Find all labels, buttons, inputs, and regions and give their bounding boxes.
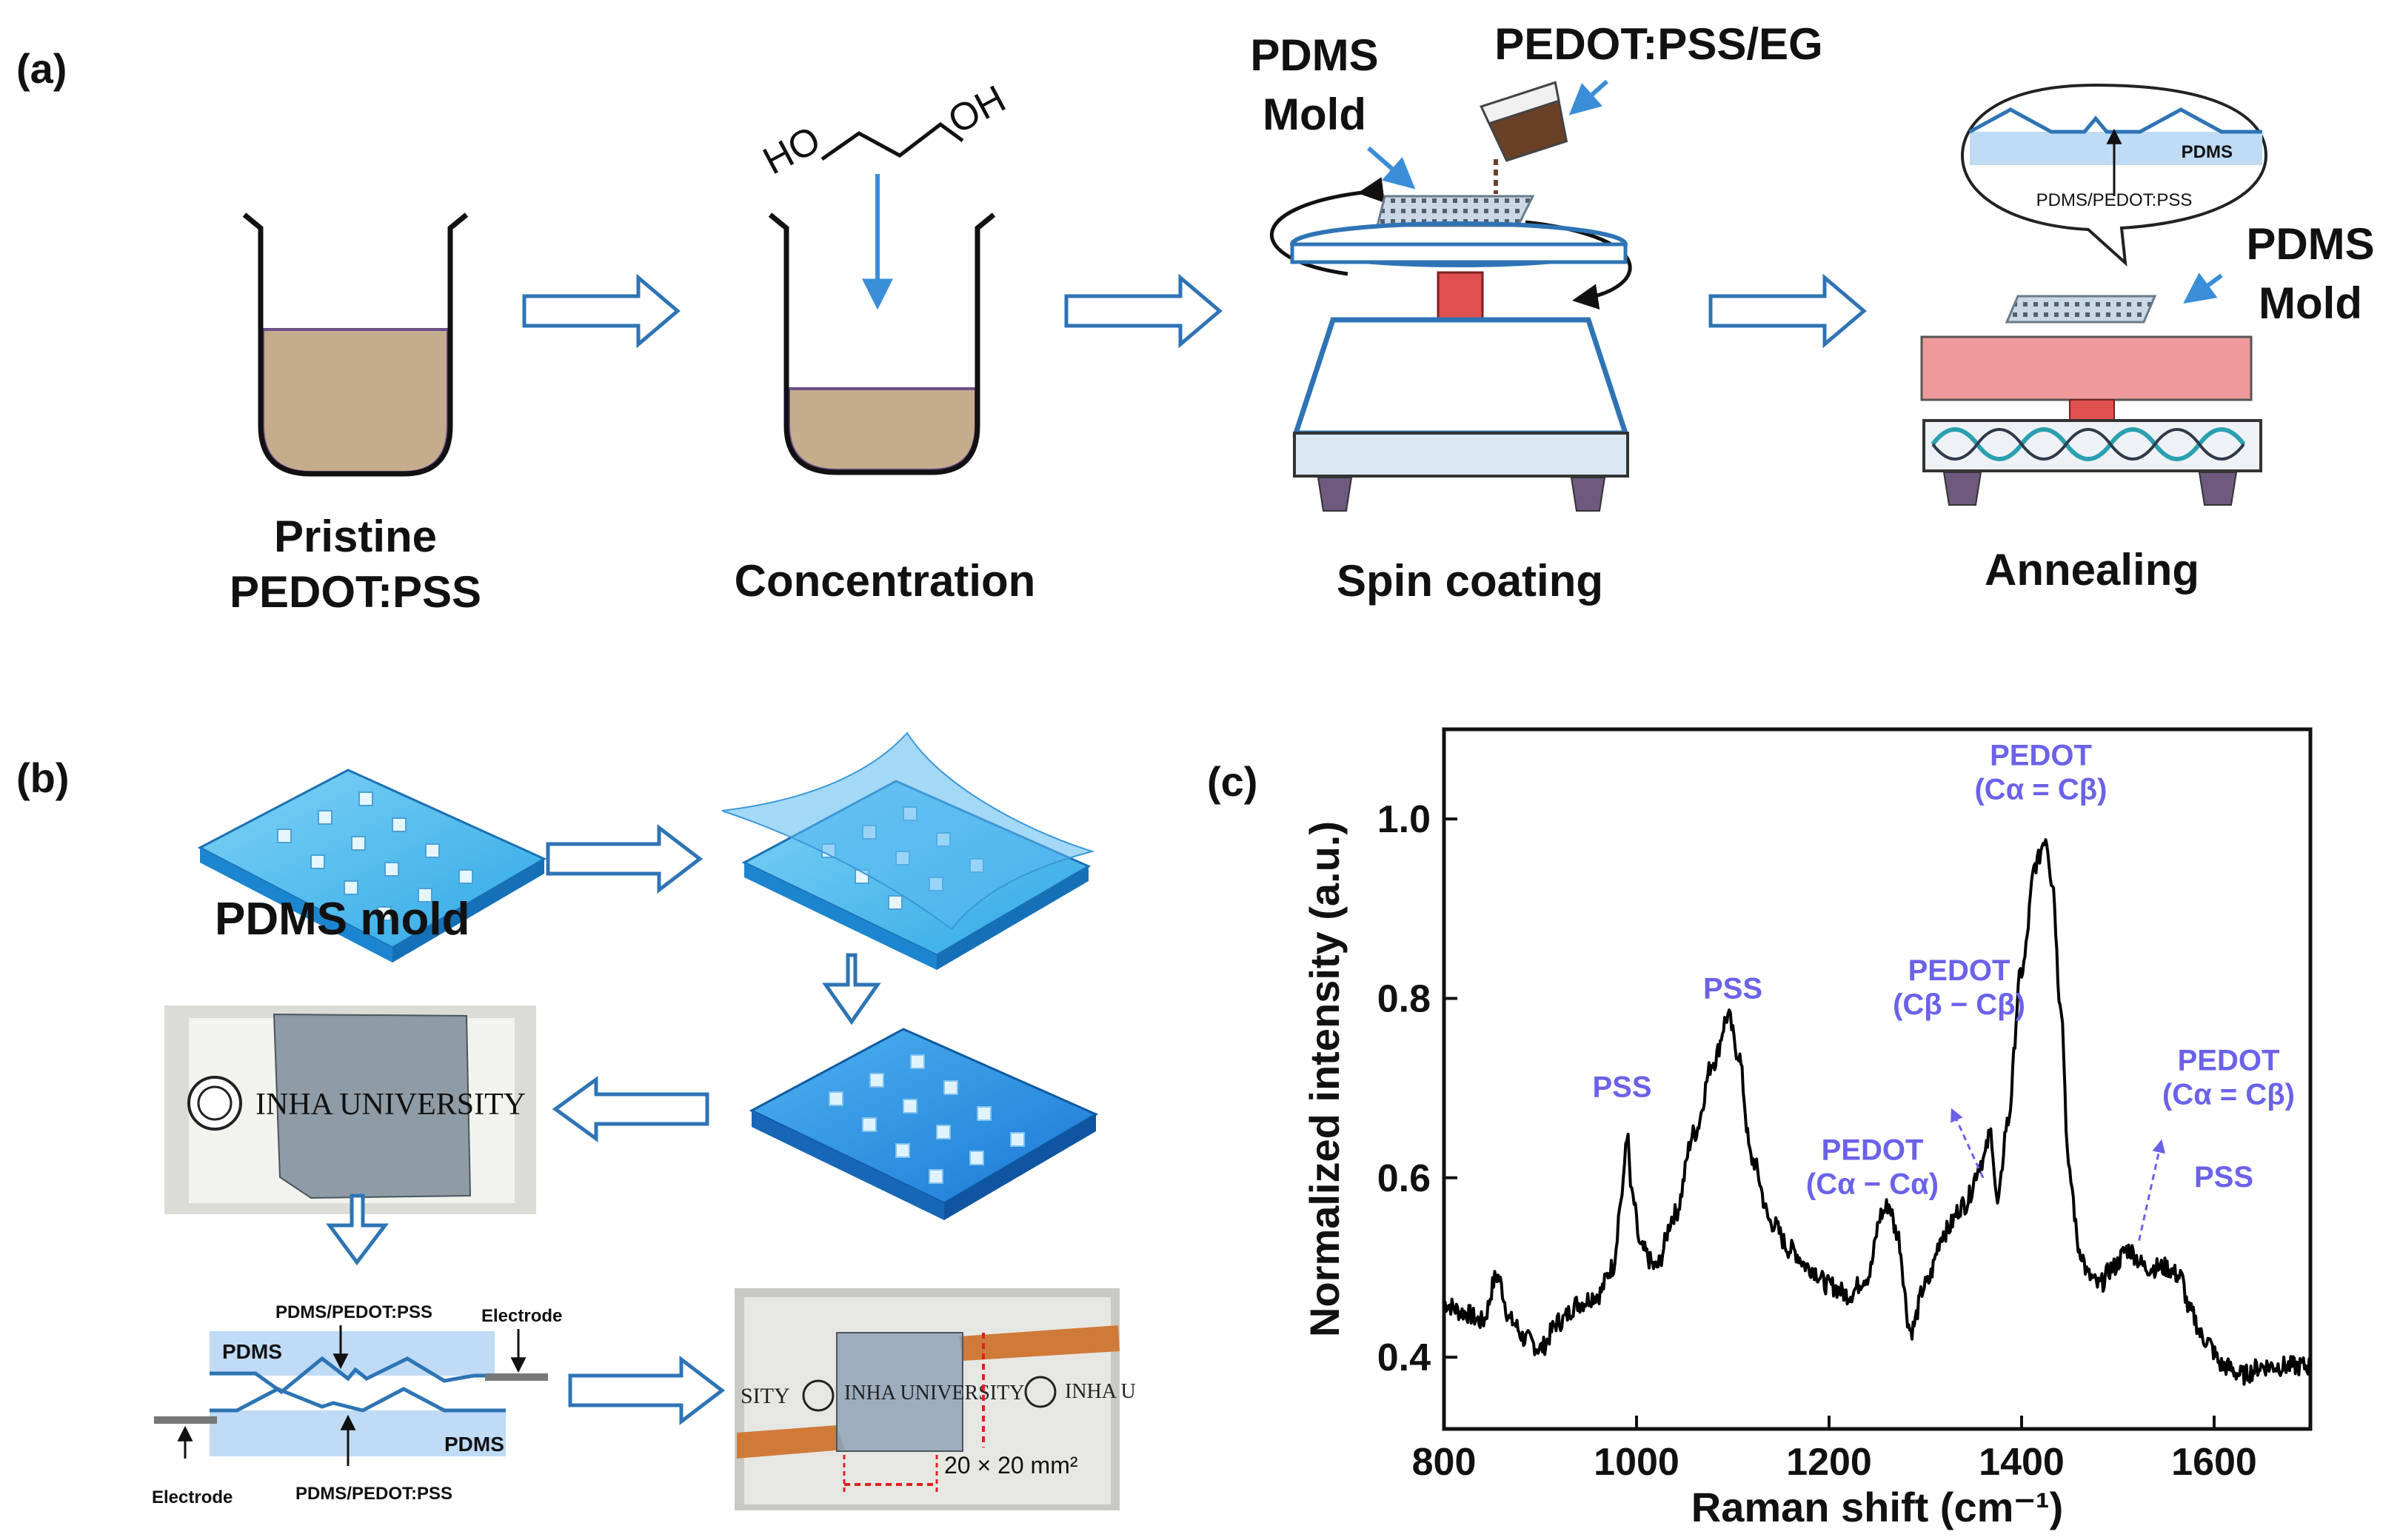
x-tick-label-0: 800 <box>1412 1441 1477 1484</box>
ethylene-glycol-structure: HO OH <box>756 78 1012 184</box>
pointer-ca-cb <box>2138 1139 2166 1241</box>
pdms-film-cured <box>749 1028 1099 1220</box>
step3-label: Spin coating <box>1337 556 1603 606</box>
peak-annotation-6: PSS <box>2194 1161 2253 1194</box>
y-tick-label-2: 0.8 <box>1377 977 1431 1020</box>
peak-annotation-sub-2: (Cα − Cα) <box>1806 1168 1939 1201</box>
peak-annotation-2: PEDOT <box>1822 1134 1924 1167</box>
raman-spectrum-line-0 <box>1443 838 2312 1386</box>
peak-annotation-0: PSS <box>1592 1071 1651 1104</box>
x-tick-label-1: 1000 <box>1594 1441 1679 1484</box>
top-interface-label: PDMS/PEDOT:PSS <box>275 1302 432 1322</box>
electrode-top-label: Electrode <box>481 1306 562 1326</box>
mold2-label-line2: Mold <box>2259 278 2362 328</box>
y-tick-label-1: 0.6 <box>1377 1157 1431 1200</box>
bubble-pdms-label: PDMS <box>2182 142 2233 162</box>
y-tick-label-3: 1.0 <box>1377 798 1431 841</box>
pdms-bottom-label: PDMS <box>444 1433 504 1456</box>
b-arrow-down-1 <box>822 953 881 1025</box>
step1-line2: PEDOT:PSS <box>230 567 481 617</box>
step2-label: Concentration <box>735 556 1036 606</box>
sample-photo-2: SITY INHA UNIVERSITY INHA U 20 × 20 mm² <box>735 1288 1136 1510</box>
step1-line1: Pristine <box>274 512 437 561</box>
step4-label: Annealing <box>1985 545 2199 595</box>
beaker-pristine <box>242 212 469 477</box>
mold-label-line2: Mold <box>1263 90 1366 139</box>
sample-photo-1: INHA UNIVERSITY <box>164 1005 536 1214</box>
annealing-hotplate: PDMS PDMS/PEDOT:PSS PDMS Mold <box>1920 83 2375 506</box>
peak-annotation-1: PSS <box>1703 972 1762 1005</box>
panel-c-label: (c) <box>1207 758 1257 805</box>
y-axis-label: Normalized intensity (a.u.) <box>1301 821 1348 1337</box>
mold2-label-line1: PDMS <box>2246 219 2374 269</box>
b-arrow-left <box>552 1076 709 1142</box>
photo1-university-text: INHA UNIVERSITY <box>255 1088 526 1122</box>
sensor-cross-section: PDMS PDMS PDMS/PEDOT:PSS Electrode Elect… <box>152 1302 562 1507</box>
x-axis-label: Raman shift (cm⁻¹) <box>1691 1484 2064 1530</box>
beaker-concentration <box>768 212 996 475</box>
pdms-film-coating <box>721 732 1095 970</box>
photo2-dimension: 20 × 20 mm² <box>944 1452 1078 1479</box>
spin-coater: PDMS Mold PEDOT:PSS/EG <box>1250 19 1823 512</box>
peak-annotation-3: PEDOT <box>1908 954 2010 987</box>
electrode-bottom-label: Electrode <box>152 1487 233 1507</box>
b-arrow-down-2 <box>326 1194 390 1266</box>
x-tick-label-4: 1600 <box>2171 1441 2257 1484</box>
b-arrow-right-2 <box>568 1355 726 1426</box>
photo2-left-text: SITY <box>741 1384 790 1408</box>
mold-label-line1: PDMS <box>1250 30 1378 80</box>
solution-label: PEDOT:PSS/EG <box>1494 19 1822 69</box>
peak-annotation-sub-5: (Cα = Cβ) <box>2162 1078 2295 1111</box>
peak-annotation-4: PEDOT <box>1990 739 2092 771</box>
photo2-university-text: INHA UNIVERSITY <box>844 1382 1024 1405</box>
plot-frame <box>1442 727 2313 1431</box>
panel-b-label: (b) <box>16 754 70 801</box>
bottom-interface-label: PDMS/PEDOT:PSS <box>295 1484 452 1504</box>
photo2-right-text: INHA U <box>1065 1380 1136 1403</box>
bubble-interface-label: PDMS/PEDOT:PSS <box>2036 190 2193 210</box>
process-arrow-3 <box>1708 273 1867 349</box>
x-tick-label-2: 1200 <box>1786 1441 1872 1484</box>
eg-ho-label: HO <box>756 118 827 184</box>
peak-annotation-sub-4: (Cα = Cβ) <box>1974 773 2107 806</box>
x-tick-label-3: 1400 <box>1979 1441 2065 1484</box>
process-arrow-1 <box>522 273 681 349</box>
pdms-mold-pad <box>197 769 547 962</box>
pointer-cb-cb <box>1951 1108 1985 1179</box>
b-arrow-right-1 <box>546 823 703 894</box>
pdms-top-label: PDMS <box>222 1340 282 1363</box>
peak-annotation-sub-3: (Cβ − Cβ) <box>1893 988 2025 1021</box>
panel-a-label: (a) <box>16 45 67 92</box>
process-arrow-2 <box>1064 273 1223 349</box>
y-tick-label-0: 0.4 <box>1377 1336 1431 1379</box>
pdms-mold-caption: PDMS mold <box>215 894 469 945</box>
peak-annotation-5: PEDOT <box>2178 1044 2280 1077</box>
